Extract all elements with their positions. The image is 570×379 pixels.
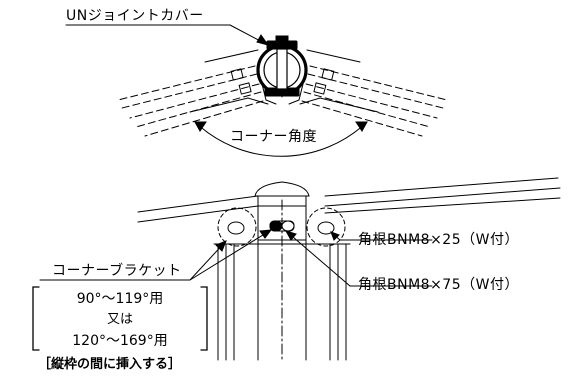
detail-circle-right [306, 207, 346, 247]
corner-angle-arc [194, 121, 368, 157]
leader-bolt-upper [330, 231, 433, 241]
leader-bracket [39, 229, 273, 281]
front-elevation-view [137, 177, 561, 361]
joint-cover [256, 35, 308, 98]
label-bolt-lower: 角根BNM8×75（W付） [358, 277, 519, 293]
label-bolt-upper: 角根BNM8×25（W付） [358, 232, 519, 248]
range-brackets [32, 286, 208, 351]
top-plan-view [117, 49, 448, 137]
left-frame-dashed [117, 65, 264, 137]
range-conjunction: 又は [106, 312, 133, 327]
label-joint-cover: UNジョイントカバー [66, 8, 204, 24]
right-frame-dashed [301, 65, 448, 137]
range-line-1: 90°～119°用 [76, 291, 164, 307]
detail-circle-left [217, 207, 257, 247]
leader-bolt-lower [284, 230, 433, 287]
insertion-note: ［縦枠の間に挿入する］ [38, 357, 182, 372]
label-corner-bracket: コーナーブラケット [52, 263, 182, 279]
label-corner-angle: コーナー角度 [230, 129, 317, 145]
range-line-2: 120°～169°用 [72, 333, 168, 349]
leader-joint-cover [65, 24, 270, 46]
